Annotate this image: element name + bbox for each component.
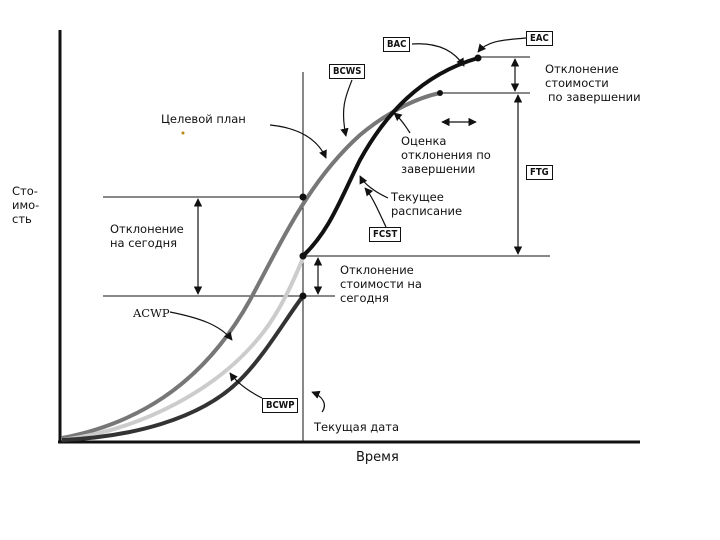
leader-bac xyxy=(411,43,465,67)
label-current-schedule: Текущее расписание xyxy=(391,190,463,218)
curve-earned-value xyxy=(61,294,305,442)
target-plan-dot xyxy=(181,131,185,135)
curve-current-schedule xyxy=(301,56,479,258)
tag-bcws: BCWS xyxy=(329,64,366,79)
label-target-plan: Целевой план xyxy=(161,112,246,126)
leader-target-plan xyxy=(269,124,327,159)
tag-bac: BAC xyxy=(383,37,411,52)
tag-fcst: FCST xyxy=(369,227,402,242)
label-current-date: Текущая дата xyxy=(314,420,400,434)
leader-current-date xyxy=(311,390,325,413)
label-today-variance: Отклонение на сегодня xyxy=(110,222,184,250)
curve-forecast xyxy=(61,257,305,442)
leader-eac xyxy=(477,37,527,53)
tag-ftg: FTG xyxy=(526,165,553,180)
label-cost-variance-complete: Отклонение стоимости по завершении xyxy=(545,62,641,104)
leader-acwp xyxy=(169,311,233,341)
label-acwp: ACWP xyxy=(133,306,170,320)
leader-fcst xyxy=(364,187,387,228)
y-axis-label: Сто- имо- сть xyxy=(12,184,40,226)
point-target-today xyxy=(299,193,307,201)
label-cost-variance-today: Отклонение стоимости на сегодня xyxy=(340,263,422,305)
tag-bcwp: BCWP xyxy=(262,398,299,413)
leader-current-schedule xyxy=(359,175,389,199)
tag-eac: EAC xyxy=(526,31,553,46)
label-estimate-variance: Оценка отклонения по завершении xyxy=(401,134,491,176)
leader-bcwp xyxy=(229,372,263,399)
curve-target-plan xyxy=(61,91,441,440)
point-bcwp-today xyxy=(299,292,307,300)
leader-bcws xyxy=(340,79,353,137)
point-bac xyxy=(437,90,443,96)
leader-estimate xyxy=(393,112,411,134)
x-axis-label: Время xyxy=(356,450,399,465)
point-eac xyxy=(474,54,482,62)
point-fcst-today xyxy=(299,252,307,260)
